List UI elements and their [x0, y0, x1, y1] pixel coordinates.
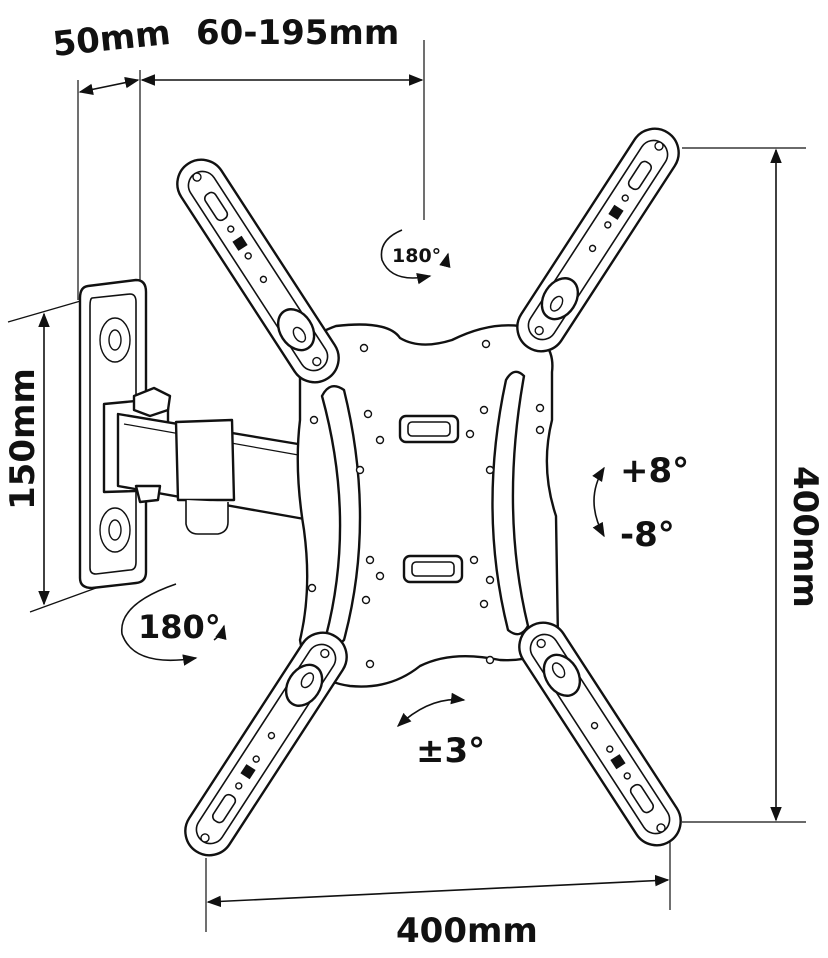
- label-vesa-width: 400mm: [396, 911, 538, 951]
- label-top-swivel: 180°: [392, 245, 441, 267]
- label-wall-plate-height: 150mm: [3, 368, 43, 510]
- label-depth-wall: 50mm: [51, 13, 173, 65]
- label-vesa-height: 400mm: [785, 466, 825, 608]
- label-depth-range: 60-195mm: [196, 13, 399, 53]
- vesa-arm-top-left: [176, 158, 340, 384]
- label-level: ±3°: [416, 731, 485, 771]
- vesa-center-plate: [296, 323, 560, 688]
- label-tilt-down: -8°: [620, 515, 675, 555]
- swing-arm: [102, 386, 312, 535]
- vesa-arm-bottom-left: [184, 631, 348, 857]
- labels: 50mm 60-195mm 180° 150mm 180° +8° -8° ±3…: [3, 13, 825, 951]
- vesa-arm-top-right: [516, 127, 680, 353]
- plate-holes: [307, 339, 545, 669]
- dimension-lines: [7, 40, 806, 932]
- rotation-arrows: [121, 229, 605, 727]
- label-wall-swivel: 180°: [138, 608, 221, 646]
- vesa-arm-bottom-right: [518, 621, 682, 847]
- label-tilt-up: +8°: [620, 451, 689, 491]
